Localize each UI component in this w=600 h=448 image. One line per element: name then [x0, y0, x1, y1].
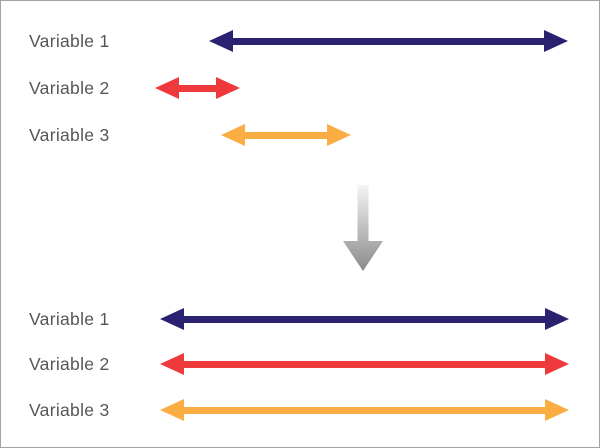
arrow-shaft [184, 315, 545, 323]
arrowhead-left-icon [160, 399, 184, 421]
variable-2-label: Variable 2 [29, 354, 110, 374]
arrowhead-left-icon [155, 77, 179, 99]
range-arrow-icon [160, 353, 569, 375]
arrowhead-right-icon [545, 308, 569, 330]
range-arrow-icon [160, 308, 569, 330]
arrowhead-right-icon [544, 30, 568, 52]
arrow-shaft [184, 360, 545, 368]
range-arrow-icon [221, 124, 351, 146]
variable-3-label: Variable 3 [29, 125, 110, 145]
arrow-shaft [179, 84, 216, 92]
range-arrow-icon [155, 77, 240, 99]
arrowhead-right-icon [327, 124, 351, 146]
arrowhead-left-icon [221, 124, 245, 146]
variable-2-label: Variable 2 [29, 78, 110, 98]
arrowhead-left-icon [160, 353, 184, 375]
variable-3-label: Variable 3 [29, 400, 110, 420]
down-arrow-icon [343, 185, 383, 271]
variable-1-label: Variable 1 [29, 309, 110, 329]
arrow-shaft [184, 406, 545, 414]
before-row-variable-1: Variable 1 [1, 30, 599, 52]
after-row-variable-1: Variable 1 [1, 308, 599, 330]
arrowhead-right-icon [216, 77, 240, 99]
arrowhead-right-icon [545, 399, 569, 421]
arrowhead-left-icon [160, 308, 184, 330]
before-row-variable-2: Variable 2 [1, 77, 599, 99]
before-row-variable-3: Variable 3 [1, 124, 599, 146]
range-arrow-icon [209, 30, 568, 52]
arrowhead-left-icon [209, 30, 233, 52]
arrowhead-right-icon [545, 353, 569, 375]
after-row-variable-2: Variable 2 [1, 353, 599, 375]
after-row-variable-3: Variable 3 [1, 399, 599, 421]
arrow-shaft [245, 131, 327, 139]
arrow-shaft [233, 37, 544, 45]
range-arrow-icon [160, 399, 569, 421]
variable-1-label: Variable 1 [29, 31, 110, 51]
